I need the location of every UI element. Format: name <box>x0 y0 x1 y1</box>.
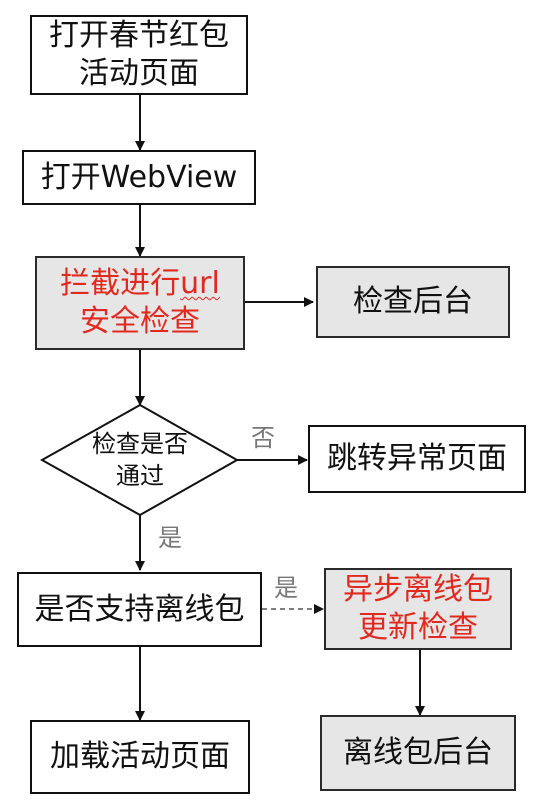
intercept-url-check-box: 拦截进行url 安全检查 <box>35 256 245 350</box>
load-activity-page-box: 加载活动页面 <box>30 720 250 794</box>
node-text: 是否支持离线包 <box>34 591 245 627</box>
node-text: 离线包后台 <box>343 735 493 770</box>
jump-error-page-box: 跳转异常页面 <box>308 425 526 493</box>
edge-label-yes: 是 <box>274 574 298 602</box>
offline-package-support-box: 是否支持离线包 <box>17 572 262 647</box>
node-text: 更新检查 <box>358 610 478 645</box>
node-text: 通过 <box>116 462 164 490</box>
edge-label-no: 否 <box>251 424 275 452</box>
node-text: 打开WebView <box>40 159 238 195</box>
node-text: 检查后台 <box>353 284 473 319</box>
decision-text: 检查是否 通过 <box>70 428 210 492</box>
edge-label-yes: 是 <box>158 524 182 552</box>
open-webview-box: 打开WebView <box>22 150 256 205</box>
check-backend-box: 检查后台 <box>316 266 510 338</box>
node-text: 拦截进行url <box>60 265 220 303</box>
async-offline-update-check-box: 异步离线包 更新检查 <box>324 568 512 650</box>
node-text-part: 拦截进行 <box>60 266 181 301</box>
open-activity-page-box: 打开春节红包 活动页面 <box>30 15 248 95</box>
node-text: 加载活动页面 <box>50 739 230 774</box>
decision-diamond <box>39 403 240 517</box>
node-text: 安全检查 <box>80 304 200 339</box>
url-misspelling-underline: url <box>180 266 220 301</box>
node-text: 异步离线包 <box>343 572 493 607</box>
node-text: 跳转异常页面 <box>327 441 507 476</box>
offline-package-backend-box: 离线包后台 <box>320 715 516 791</box>
node-text: 检查是否 <box>92 430 188 458</box>
node-text: 活动页面 <box>79 56 199 91</box>
node-text: 打开春节红包 <box>49 18 229 53</box>
